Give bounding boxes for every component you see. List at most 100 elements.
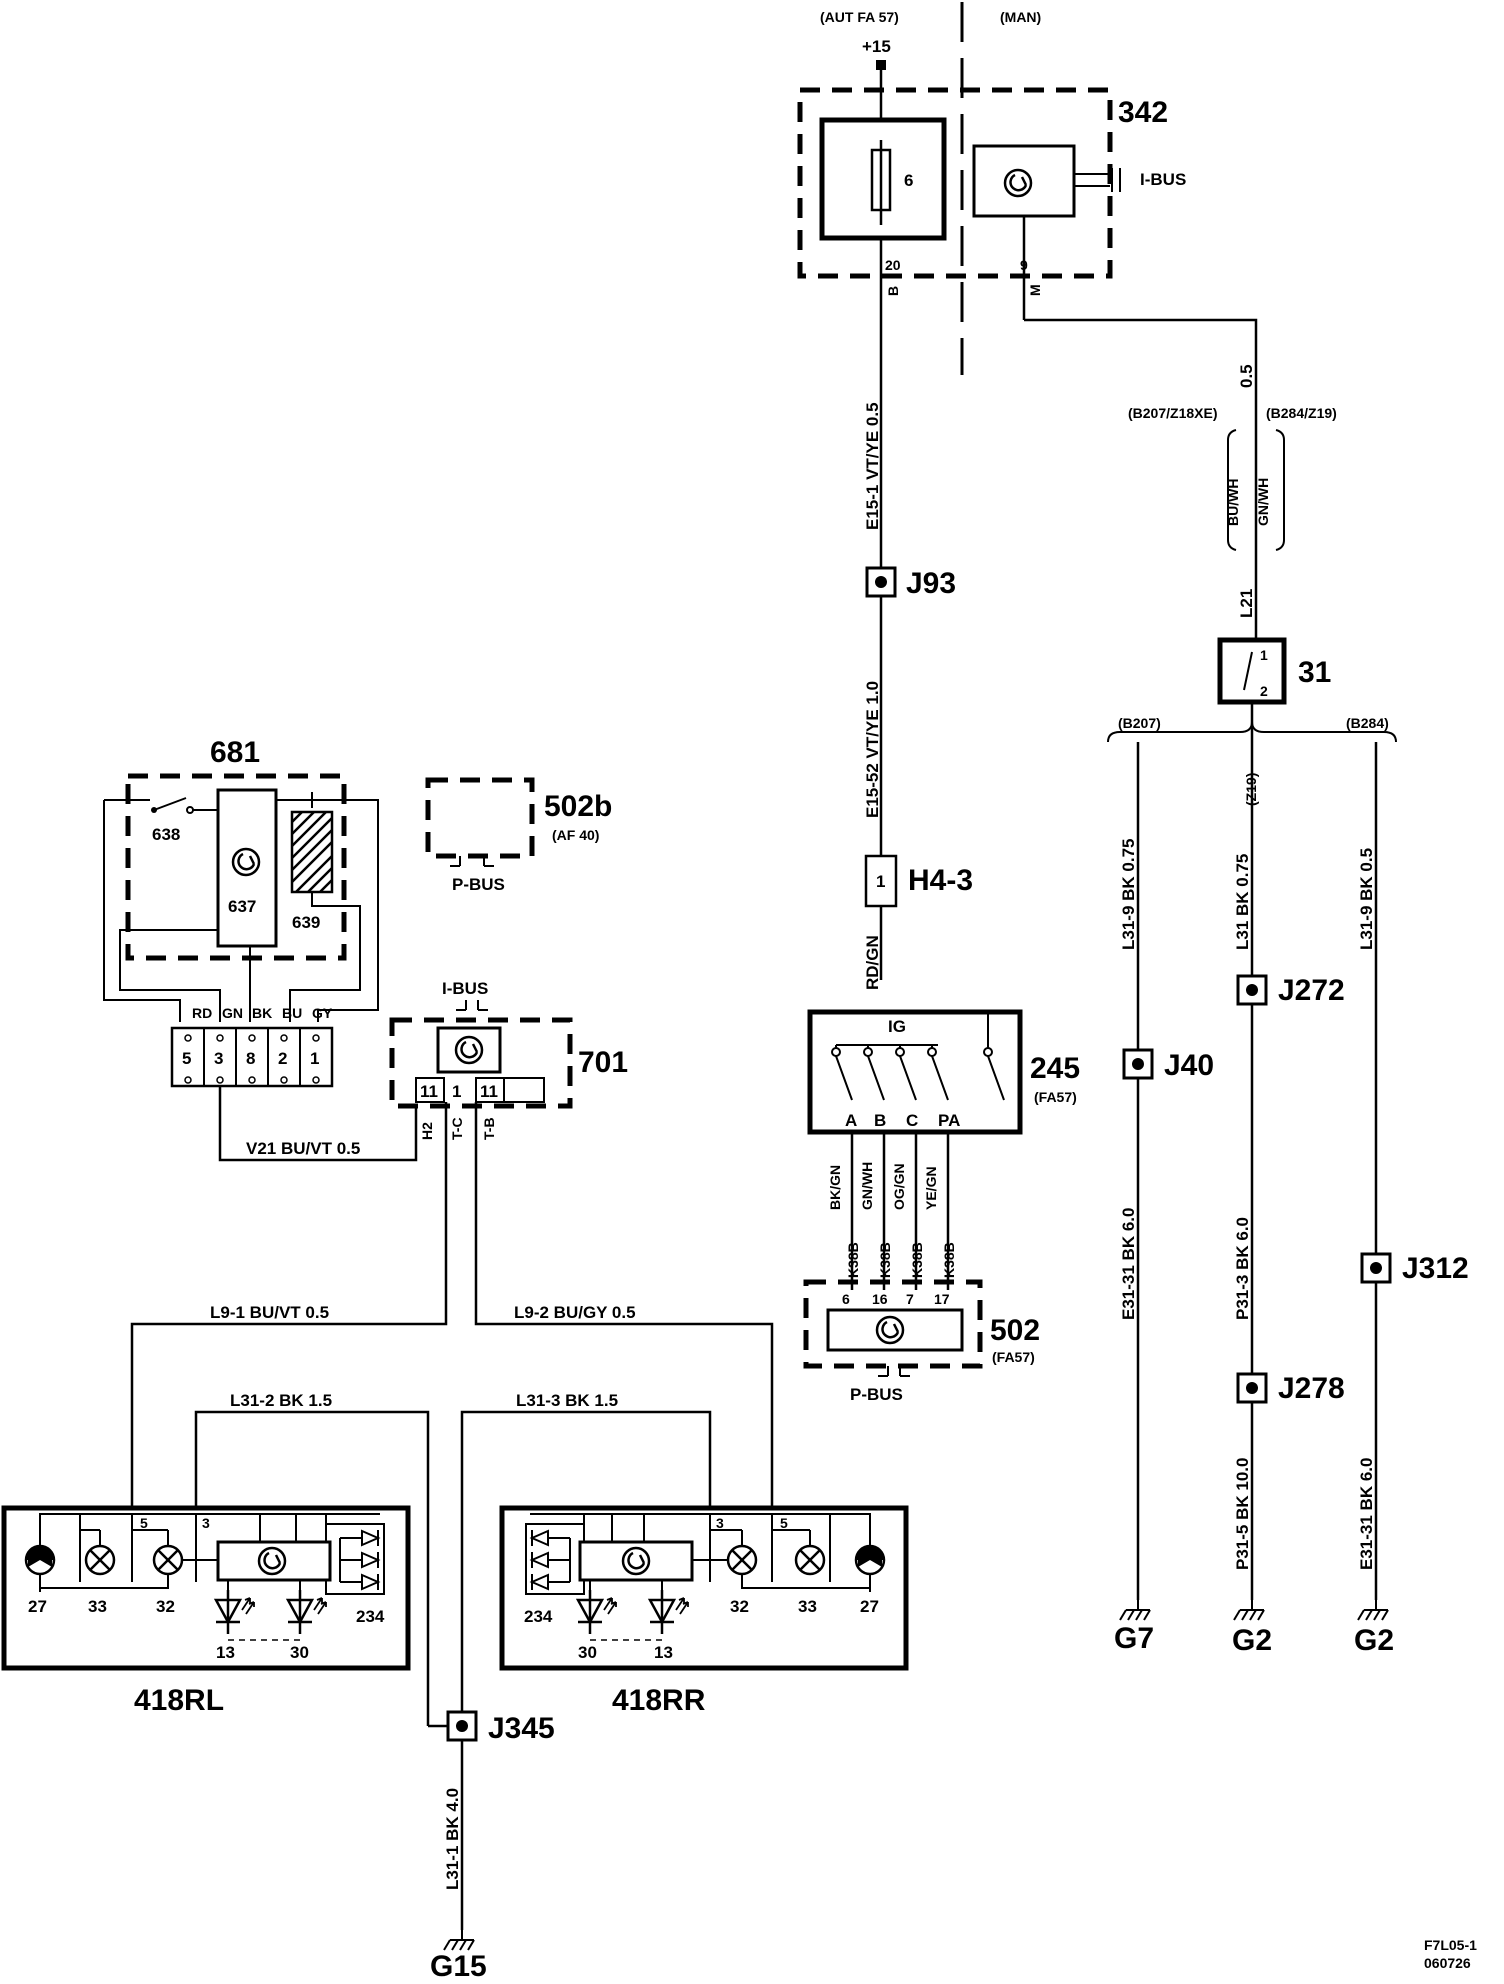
ground-g2a-label: G2 [1232,1624,1272,1657]
wire-k38b-1: K38B [845,1242,861,1278]
control-module-icon [1003,168,1033,198]
wire-bkgn-label: BK/GN [827,1165,843,1210]
ground-g2b-label: G2 [1354,1624,1394,1657]
heater-hatch [291,811,333,893]
pin-502-6: 6 [842,1291,850,1307]
led-30-rl-icon [286,1588,328,1636]
connector-j278-label: J278 [1278,1372,1345,1405]
wire-l91 [130,1102,448,1508]
wire-05-label: 0.5 [1237,364,1256,388]
pin-tc-label: T-C [449,1117,465,1140]
component-681-id: 681 [210,736,260,769]
pin-681-3: 3 [214,1049,223,1068]
pin-701-center: 1 [452,1082,461,1101]
label-rl-234: 234 [356,1607,385,1626]
motor-637-label: 637 [228,897,256,916]
wire-k38b-3: K38B [909,1242,925,1278]
pin-502-17: 17 [934,1291,950,1307]
lamp-418rr-id: 418RR [612,1684,706,1717]
connector-j93 [865,566,897,598]
wire-gnwh-sw-label: GN/WH [859,1162,875,1210]
led-234-rr-c-icon [531,1573,549,1591]
lamp-418rl: 5 3 27 33 32 13 30 234 [1,1505,411,1671]
contact-pa: PA [938,1111,960,1130]
label-rl-27: 27 [28,1597,47,1616]
pin-tb-label: T-B [481,1117,497,1140]
supply-label: +15 [862,37,891,56]
label-rl-30: 30 [290,1643,309,1662]
wire-l21-label: L21 [1237,589,1256,618]
connector-j272 [1236,974,1268,1006]
pin-681-2: 2 [278,1049,287,1068]
component-342: 6 I-BUS 342 20 9 [797,87,1186,279]
switch-pin-2: 2 [1260,683,1268,699]
lamp-rr-32-icon [726,1544,758,1576]
connector-j345-label: J345 [488,1712,555,1745]
variant-b207-label: (B207) [1118,715,1161,731]
lamp-418rr: 3 5 234 30 13 32 33 27 [499,1505,909,1671]
connector-j40 [1122,1048,1154,1080]
component-681: 638 637 639 [103,773,379,1022]
wire-l91-label: L9-1 BU/VT 0.5 [210,1303,329,1322]
wire-k38b-2: K38B [877,1242,893,1278]
wire-l21 [1024,318,1258,640]
variant-man-label: (MAN) [1000,9,1041,25]
component-502b-id: 502b [544,790,612,823]
component-502: 6 16 7 17 P-BUS 502 (FA57) [803,1279,1040,1404]
pin-b: B [885,286,901,296]
variant-aut-label: (AUT FA 57) [820,9,899,25]
connector-681: 5 3 8 2 1 [170,1026,334,1088]
led-13-rl-icon [214,1588,256,1636]
wire-k38b-4: K38B [941,1242,957,1278]
connector-h43-pin: 1 [876,872,885,891]
motor-637-icon [231,847,261,877]
wire-e151-label: E15-1 VT/YE 0.5 [863,402,882,530]
connector-j278 [1236,1372,1268,1404]
led-30-rr-icon [576,1588,618,1636]
led-234-rr-a-icon [531,1529,549,1547]
wire-v21 [218,1086,418,1162]
pin-502-16: 16 [872,1291,888,1307]
variant-z19-label: (Z19) [1243,773,1259,806]
bus-502-label: P-BUS [850,1385,903,1404]
lamp-32-icon [152,1544,184,1576]
label-rl-13: 13 [216,1643,235,1662]
contact-b: B [874,1111,886,1130]
wire-gnwh-label: GN/WH [1255,478,1271,526]
wire-l313-label: L31-3 BK 1.5 [516,1391,618,1410]
component-245-id: 245 [1030,1052,1080,1085]
pin-rr-3: 3 [716,1515,724,1531]
ground-g7-icon [1119,1599,1151,1621]
led-234-rr-b-icon [531,1551,549,1569]
pin-rl-3: 3 [202,1515,210,1531]
switch-638-label: 638 [152,825,180,844]
label-rr-13: 13 [654,1643,673,1662]
pin-681-1: 1 [310,1049,319,1068]
label-rr-234: 234 [524,1607,553,1626]
fog-lamp-rr-27-icon [854,1544,886,1576]
component-245-note: (FA57) [1034,1089,1077,1105]
wire-color-gn: GN [222,1005,243,1021]
connector-j272-label: J272 [1278,974,1345,1007]
label-rr-30: 30 [578,1643,597,1662]
module-502-icon [875,1315,905,1345]
wire-color-rd: RD [192,1005,212,1021]
label-rl-32: 32 [156,1597,175,1616]
ground-g15-icon [443,1929,475,1951]
ig-label: IG [888,1017,906,1036]
connector-j40-label: J40 [1164,1049,1214,1082]
variant-b284z19-label: (B284/Z19) [1266,405,1337,421]
wire-color-bk: BK [252,1005,272,1021]
led-234-c-icon [361,1573,379,1591]
connector-j345 [446,1710,478,1742]
wire-buwh-label: BU/WH [1225,479,1241,526]
wire-e1552-label: E15-52 VT/YE 1.0 [863,681,882,818]
wire-v21-label: V21 BU/VT 0.5 [246,1139,360,1158]
pin-681-5: 5 [182,1049,191,1068]
pin-681-8: 8 [246,1049,255,1068]
component-31-id: 31 [1298,656,1331,689]
label-rl-33: 33 [88,1597,107,1616]
lamp-rr-33-icon [794,1544,826,1576]
lamp-33-icon [84,1544,116,1576]
ground-g15-label: G15 [430,1950,487,1983]
